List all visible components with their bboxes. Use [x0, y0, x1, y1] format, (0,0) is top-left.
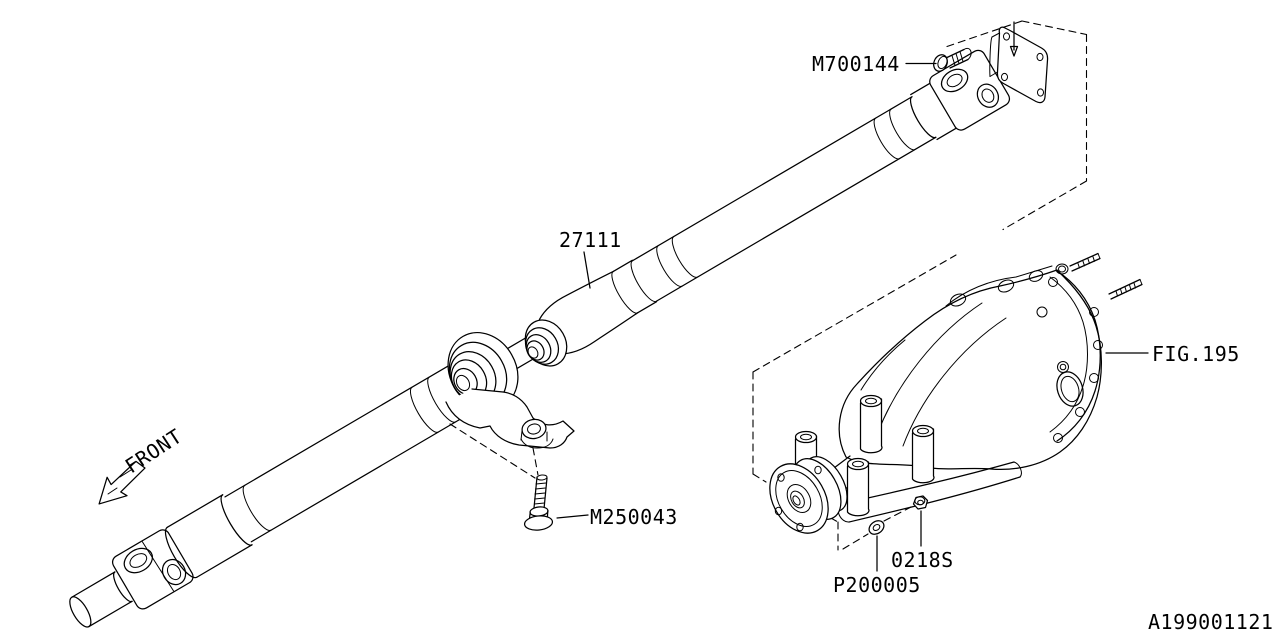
slip-joint-rings	[524, 319, 568, 367]
flange-nut	[912, 495, 929, 510]
callout-27111[interactable]: 27111	[559, 228, 622, 252]
diagram-art	[69, 20, 1149, 628]
flange-arrow	[1009, 21, 1019, 57]
leader-lines	[556, 62, 1149, 572]
rear-flange-mating-plane-dashed	[946, 20, 1088, 231]
center-bearing	[447, 332, 519, 410]
rear-flange-plate	[989, 21, 1049, 104]
callout-m250043[interactable]: M250043	[590, 505, 678, 529]
breather-cap	[1055, 263, 1069, 275]
rear-flange-bolt	[933, 47, 972, 72]
front-u-joint	[111, 529, 194, 610]
front-label: FRONT	[121, 424, 187, 478]
differential-rear-cover	[1036, 270, 1103, 443]
front-direction-arrow	[98, 460, 146, 505]
callout-0218s[interactable]: 0218S	[891, 548, 954, 572]
center-bearing-bolt	[449, 423, 554, 531]
companion-flange	[769, 456, 848, 534]
center-bearing-bracket	[445, 388, 575, 449]
mounting-stud-lower	[1108, 278, 1143, 300]
mounting-stud-upper	[1069, 252, 1101, 272]
differential-housing	[838, 269, 1102, 471]
callout-p200005[interactable]: P200005	[833, 573, 921, 597]
callout-fig195[interactable]: FIG.195	[1152, 342, 1240, 366]
flange-washer	[868, 520, 885, 535]
drawing-number: A199001121	[1148, 610, 1273, 634]
callout-m700144[interactable]: M700144	[812, 52, 900, 76]
rear-differential	[769, 252, 1143, 535]
